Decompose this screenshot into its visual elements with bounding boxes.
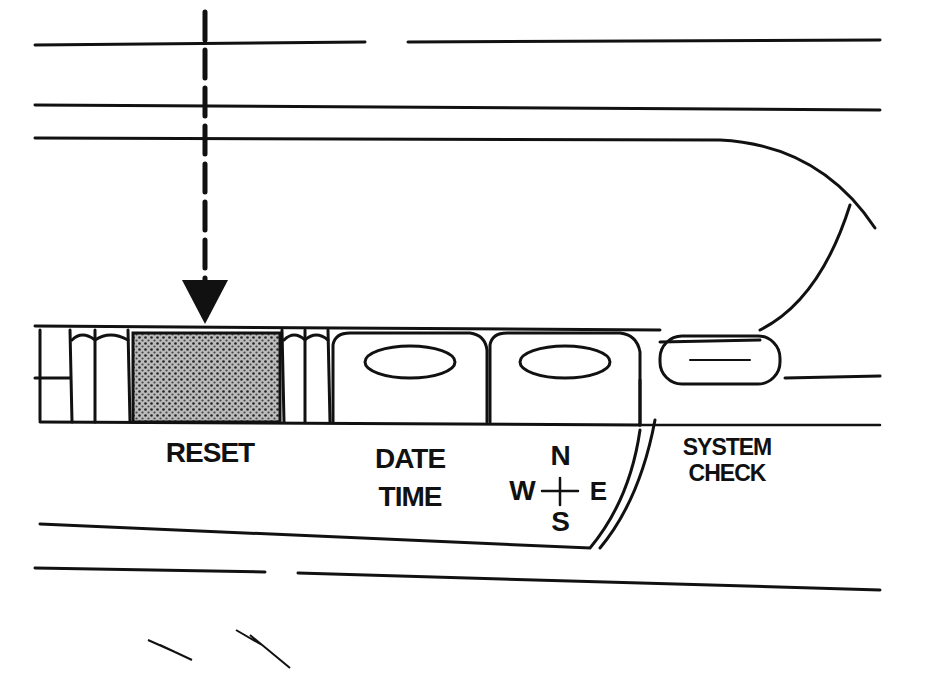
- compass-letter: W: [502, 475, 542, 507]
- button-label: SYSTEM CHECK: [665, 434, 790, 486]
- compass-letter: N: [540, 440, 580, 472]
- button-label: DATE TIME: [365, 440, 455, 516]
- compass-letter: S: [540, 506, 580, 538]
- button-label: RESET: [130, 436, 290, 470]
- compass-letter: E: [578, 475, 618, 507]
